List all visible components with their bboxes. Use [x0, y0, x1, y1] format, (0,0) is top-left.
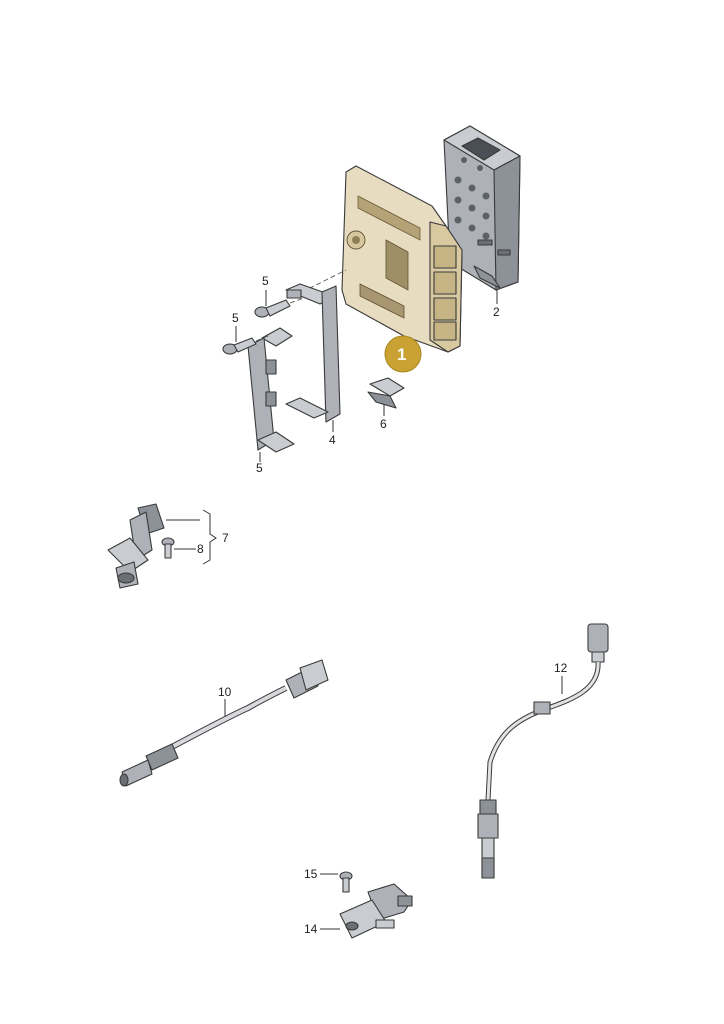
brace-7 [202, 509, 217, 565]
part-7-crankshaft-sensor[interactable] [107, 503, 165, 589]
part-10-lambda-sensor[interactable] [119, 659, 329, 787]
callout-6: 6 [380, 417, 387, 431]
callout-2: 2 [493, 305, 500, 319]
part-15-bolt[interactable] [339, 871, 353, 893]
part-8-bolt[interactable] [161, 537, 175, 559]
callout-1-badge[interactable]: 1 [384, 335, 422, 373]
callout-3: 4 [329, 433, 336, 447]
part-1-engine-control-unit[interactable] [341, 165, 463, 353]
part-14-pressure-sensor[interactable] [339, 883, 413, 939]
part-5-bolt-lower[interactable] [222, 335, 269, 355]
callout-15: 15 [304, 867, 318, 881]
callout-8: 8 [197, 542, 204, 556]
part-6-clip[interactable] [367, 377, 405, 409]
part-4-bracket[interactable] [247, 327, 295, 453]
callout-10: 10 [218, 685, 232, 699]
callout-12: 12 [554, 661, 568, 675]
part-12-temperature-sensor[interactable] [477, 623, 609, 879]
callout-7: 7 [222, 531, 229, 545]
callout-5a: 5 [262, 274, 269, 288]
part-5-bolt-upper[interactable] [254, 297, 305, 318]
part-3-bracket[interactable] [285, 283, 341, 423]
callout-5b: 5 [232, 311, 239, 325]
callout-14: 14 [304, 922, 318, 936]
callout-1: 1 [397, 345, 406, 364]
part-2-mounting-bracket[interactable] [443, 125, 521, 291]
callout-4: 5 [256, 461, 263, 475]
